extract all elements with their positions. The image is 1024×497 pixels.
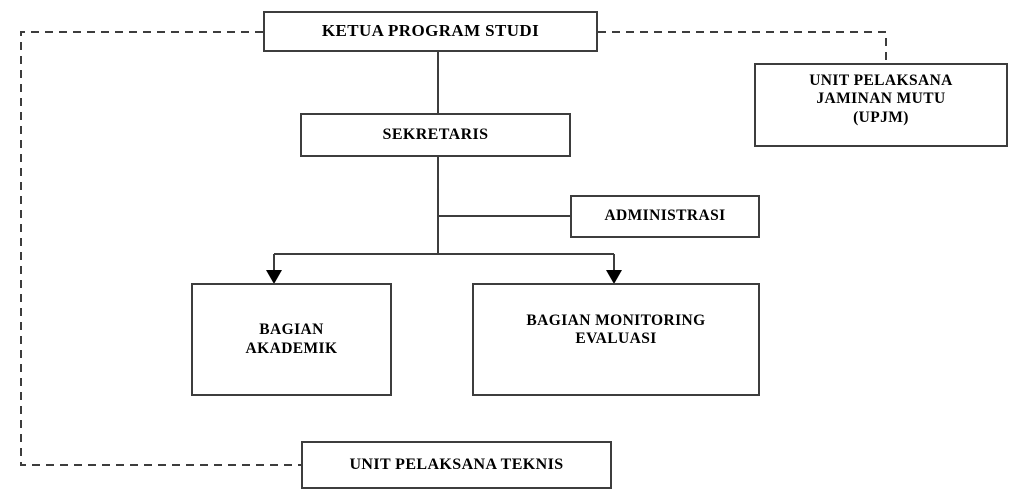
node-bagian-monitoring-evaluasi[interactable]: BAGIAN MONITORING EVALUASI — [472, 283, 760, 396]
node-unit-pelaksana-jaminan-mutu-label: UNIT PELAKSANA JAMINAN MUTU (UPJM) — [809, 72, 953, 126]
node-sekretaris[interactable]: SEKRETARIS — [300, 113, 571, 157]
connector-ketua-to-upjm — [598, 31, 887, 63]
node-bagian-akademik[interactable]: BAGIAN AKADEMIK — [191, 283, 392, 396]
node-administrasi-label: ADMINISTRASI — [604, 207, 726, 225]
node-unit-pelaksana-teknis-label: UNIT PELAKSANA TEKNIS — [349, 455, 564, 473]
node-ketua-program-studi[interactable]: KETUA PROGRAM STUDI — [263, 11, 598, 52]
connector-ketua-to-unit-pelaksana-teknis — [20, 31, 301, 466]
node-sekretaris-label: SEKRETARIS — [382, 125, 489, 143]
arrowhead-monev — [606, 270, 622, 284]
node-ketua-program-studi-label: KETUA PROGRAM STUDI — [321, 21, 540, 41]
node-unit-pelaksana-jaminan-mutu[interactable]: UNIT PELAKSANA JAMINAN MUTU (UPJM) — [754, 63, 1008, 147]
arrowhead-akademik — [266, 270, 282, 284]
node-administrasi[interactable]: ADMINISTRASI — [570, 195, 760, 238]
node-bagian-akademik-label: BAGIAN AKADEMIK — [245, 321, 338, 357]
node-unit-pelaksana-teknis[interactable]: UNIT PELAKSANA TEKNIS — [301, 441, 612, 489]
node-bagian-monitoring-evaluasi-label: BAGIAN MONITORING EVALUASI — [526, 312, 706, 348]
